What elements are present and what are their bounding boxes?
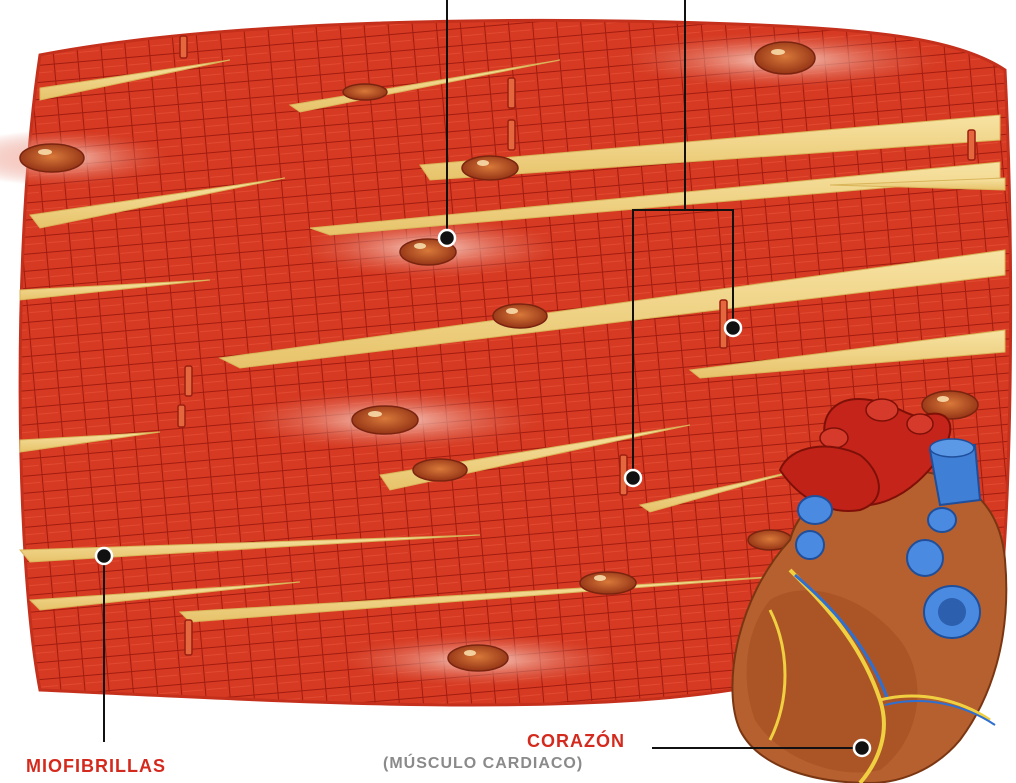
label-heart-subtitle: (MÚSCULO CARDIACO) bbox=[383, 755, 583, 773]
vein-opening bbox=[907, 540, 943, 576]
intercalated-disc bbox=[968, 130, 975, 160]
nucleus bbox=[413, 459, 467, 481]
callout-dot-icon bbox=[439, 230, 455, 246]
vein-opening bbox=[798, 496, 832, 524]
vein-opening bbox=[928, 508, 956, 532]
label-heart: CORAZÓN bbox=[527, 731, 625, 752]
intercalated-disc bbox=[508, 78, 515, 108]
aorta-branch bbox=[820, 428, 848, 448]
nucleus bbox=[20, 144, 84, 172]
nucleus bbox=[343, 84, 387, 100]
nucleus bbox=[755, 42, 815, 74]
callout-dot-icon bbox=[854, 740, 870, 756]
callout-dot-icon bbox=[96, 548, 112, 564]
vein-opening bbox=[796, 531, 824, 559]
intercalated-disc bbox=[508, 120, 515, 150]
callout-dot-icon bbox=[625, 470, 641, 486]
intercalated-disc bbox=[180, 36, 187, 58]
callout-dot-icon bbox=[725, 320, 741, 336]
label-myofibrils: MIOFIBRILLAS bbox=[26, 756, 166, 777]
nucleus bbox=[448, 645, 508, 671]
aorta-branch bbox=[866, 399, 898, 421]
nucleus bbox=[462, 156, 518, 180]
nucleus bbox=[580, 572, 636, 594]
aorta-branch bbox=[907, 414, 933, 434]
intercalated-disc bbox=[178, 405, 185, 427]
intercalated-disc bbox=[185, 366, 192, 396]
nucleus bbox=[493, 304, 547, 328]
nucleus bbox=[352, 406, 418, 434]
intercalated-disc bbox=[185, 620, 192, 655]
